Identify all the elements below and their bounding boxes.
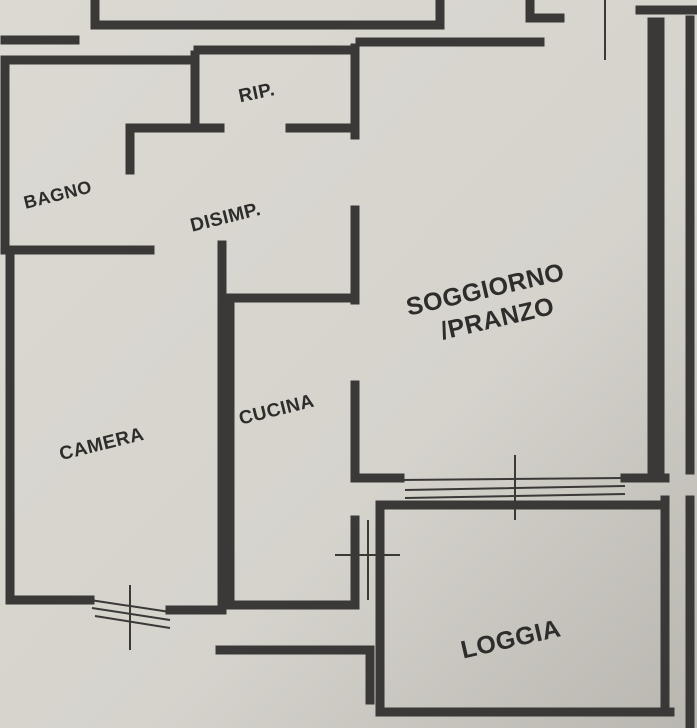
paper-background [0,0,697,728]
floor-plan: RIP. BAGNO DISIMP. SOGGIORNO /PRANZO CAM… [0,0,697,728]
walls [0,0,697,728]
